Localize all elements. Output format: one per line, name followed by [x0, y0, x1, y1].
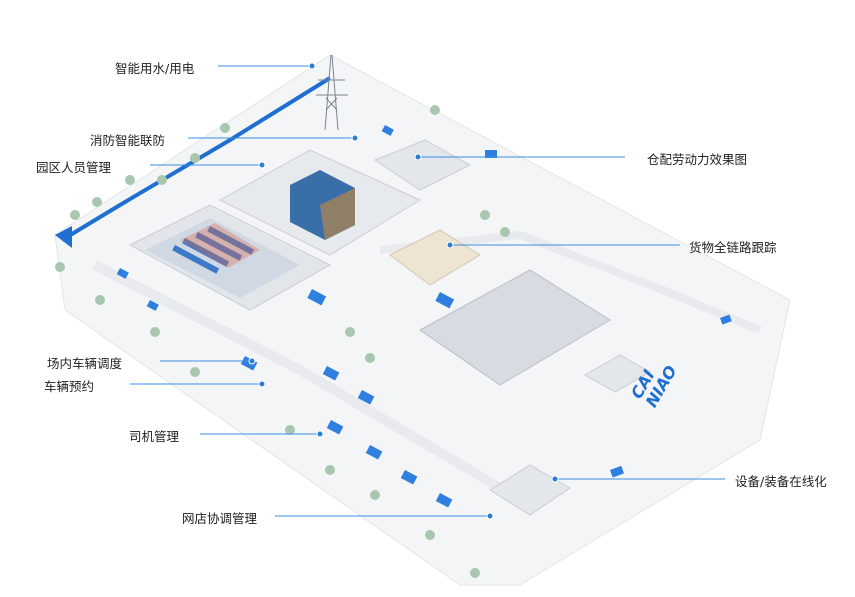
perimeter-wall: [60, 76, 332, 242]
right-upper-building: [373, 139, 472, 191]
park-ground: [54, 54, 791, 586]
goods-yard: [389, 229, 481, 286]
label-warehouse-labor: 仓配劳动力效果图: [647, 152, 748, 167]
label-fire-linkage: 消防智能联防: [90, 133, 166, 148]
road: [92, 260, 523, 505]
leader-dots: [248, 62, 559, 520]
rack-highlight: [180, 223, 260, 268]
trucks: [116, 125, 732, 508]
leader-lines: [130, 65, 725, 517]
warehouse-cube-face: [320, 188, 355, 240]
label-smart-water-power: 智能用水/用电: [115, 61, 195, 76]
label-store-coordination: 网店协调管理: [182, 511, 258, 526]
label-goods-tracking: 货物全链路跟踪: [689, 240, 777, 255]
label-personnel-mgmt: 园区人员管理: [36, 160, 112, 175]
wall-corner: [55, 226, 72, 248]
bottom-building: [489, 464, 571, 516]
label-vehicle-dispatch: 场内车辆调度: [47, 356, 123, 371]
pylon: [316, 54, 348, 131]
label-driver-mgmt: 司机管理: [129, 429, 180, 444]
label-equipment-online: 设备/装备在线化: [735, 474, 827, 489]
right-small-building: [583, 354, 652, 393]
large-warehouse: [419, 269, 611, 386]
storage-racks: [172, 226, 255, 274]
label-vehicle-booking: 车辆预约: [44, 379, 95, 394]
trees: [55, 105, 510, 578]
